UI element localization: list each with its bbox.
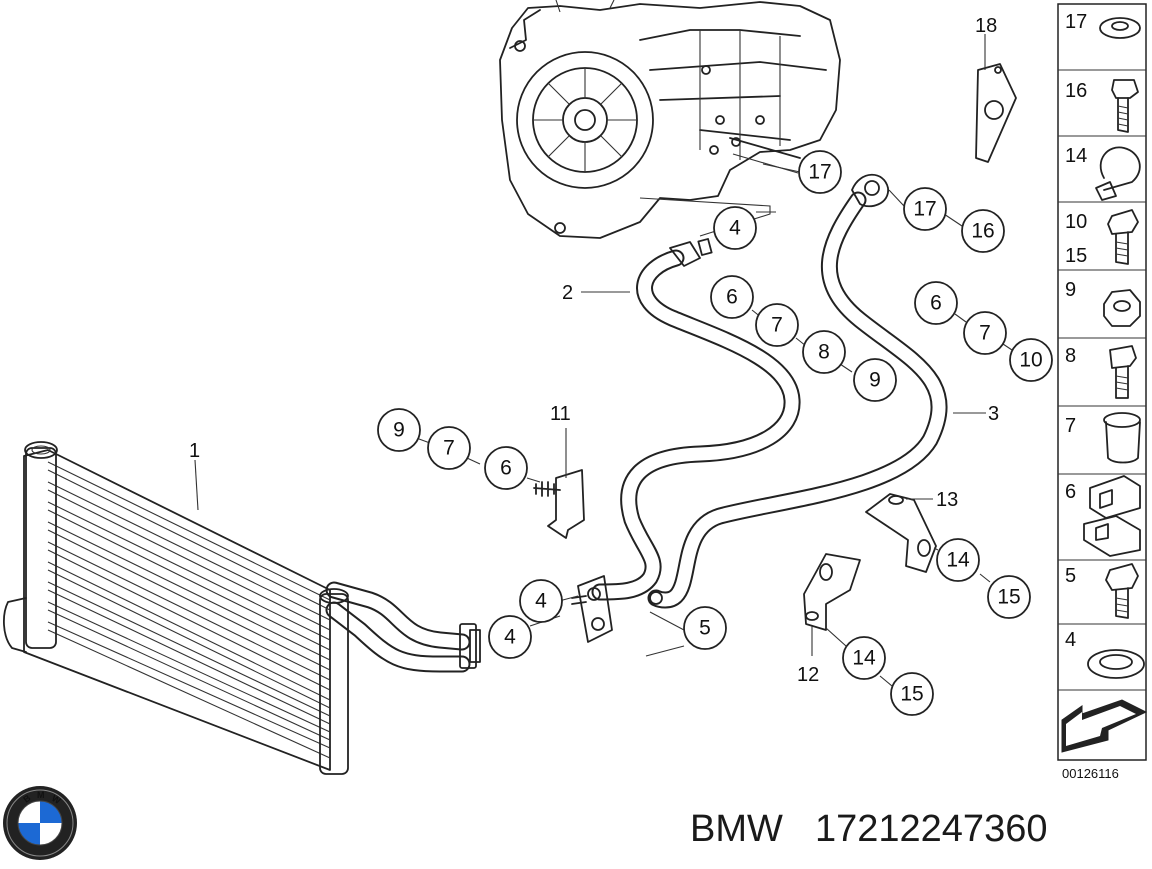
part-labels: 18 2 3 1 11 13 12 (189, 15, 999, 686)
svg-text:9: 9 (869, 369, 881, 392)
svg-text:14: 14 (852, 647, 876, 670)
svg-text:7: 7 (1065, 415, 1076, 437)
callout-4-low: 4 (488, 615, 532, 659)
svg-text:7: 7 (979, 322, 991, 345)
svg-text:5: 5 (1065, 565, 1076, 587)
svg-text:7: 7 (771, 314, 783, 337)
callout-9a: 9 (853, 358, 897, 402)
svg-text:4: 4 (535, 590, 547, 613)
diagram-code: 00126116 (1062, 766, 1119, 781)
callout-17a: 17 (798, 150, 842, 194)
callout-5: 5 (683, 606, 727, 650)
bmw-logo: B M W (3, 786, 77, 860)
callout-14a: 14 (936, 538, 980, 582)
callout-8a: 8 (802, 330, 846, 374)
callout-4-top: 4 (713, 206, 757, 250)
legend-row-7: 7 (1065, 412, 1141, 464)
svg-text:8: 8 (1065, 345, 1076, 367)
callout-6a: 6 (710, 275, 754, 319)
label-13: 13 (936, 489, 958, 511)
callout-6b: 6 (914, 281, 958, 325)
legend-row-5: 5 (1065, 563, 1139, 619)
caption-part-number: 17212247360 (815, 808, 1047, 850)
svg-text:17: 17 (913, 198, 936, 221)
legend-row-6: 6 (1065, 475, 1141, 557)
svg-text:17: 17 (808, 161, 831, 184)
svg-text:M: M (37, 790, 45, 800)
callout-9c: 9 (377, 408, 421, 452)
svg-text:4: 4 (504, 626, 516, 649)
svg-text:4: 4 (729, 217, 741, 240)
legend-row-8: 8 (1065, 345, 1137, 399)
legend-row-16: 16 (1065, 79, 1139, 133)
bracket-11 (533, 469, 585, 539)
svg-text:16: 16 (1065, 80, 1087, 102)
callout-14b: 14 (842, 636, 886, 680)
callout-16: 16 (961, 209, 1005, 253)
callout-7c: 7 (427, 426, 471, 470)
oil-line-2 (591, 238, 801, 601)
label-2: 2 (562, 282, 573, 304)
label-3: 3 (988, 403, 999, 425)
svg-text:16: 16 (971, 220, 994, 243)
svg-text:6: 6 (726, 286, 738, 309)
svg-text:10: 10 (1065, 211, 1087, 233)
svg-text:6: 6 (1065, 481, 1076, 503)
svg-text:15: 15 (997, 586, 1020, 609)
label-1: 1 (189, 440, 200, 462)
svg-text:5: 5 (699, 617, 711, 640)
svg-text:6: 6 (930, 292, 942, 315)
label-18: 18 (975, 15, 997, 37)
transmission-housing (499, 0, 841, 239)
svg-text:9: 9 (1065, 279, 1076, 301)
callout-4-mid: 4 (519, 579, 563, 623)
callout-10: 10 (1009, 338, 1053, 382)
bracket-13 (865, 493, 937, 573)
svg-text:7: 7 (443, 437, 455, 460)
svg-text:9: 9 (393, 419, 405, 442)
legend-row-10-15: 10 15 (1065, 209, 1139, 267)
svg-text:14: 14 (946, 549, 970, 572)
svg-text:14: 14 (1065, 145, 1087, 167)
legend-row-17: 17 (1065, 11, 1141, 39)
svg-text:B: B (21, 792, 32, 804)
leader-lines (194, 34, 1013, 687)
svg-text:4: 4 (1065, 629, 1076, 651)
oil-line-3 (647, 173, 948, 609)
callouts: 17 17 16 4 6 7 8 9 6 7 10 9 7 6 4 4 5 14… (377, 150, 1053, 716)
callout-7a: 7 (755, 303, 799, 347)
hose-holder-5 (571, 575, 663, 643)
bracket-12 (803, 553, 861, 631)
svg-text:8: 8 (818, 341, 830, 364)
legend-row-9: 9 (1065, 279, 1141, 327)
svg-text:15: 15 (1065, 245, 1087, 267)
callout-15a: 15 (987, 575, 1031, 619)
caption-brand: BMW (690, 808, 783, 850)
label-12: 12 (797, 664, 819, 686)
callout-17b: 17 (903, 187, 947, 231)
svg-text:17: 17 (1065, 11, 1087, 33)
svg-text:10: 10 (1019, 349, 1042, 372)
callout-7b: 7 (963, 311, 1007, 355)
bracket-18 (975, 63, 1017, 163)
legend-row-4: 4 (1065, 629, 1145, 679)
legend-row-arrow (1061, 699, 1148, 753)
svg-text:6: 6 (500, 457, 512, 480)
callout-15b: 15 (890, 672, 934, 716)
svg-text:15: 15 (900, 683, 923, 706)
callout-6c: 6 (484, 446, 528, 490)
oil-cooler (3, 441, 349, 775)
legend-row-14: 14 (1065, 145, 1141, 201)
fastener-legend: 17 16 14 10 15 9 8 (1057, 3, 1148, 761)
cooler-pipes (325, 581, 481, 673)
label-11: 11 (550, 403, 571, 425)
